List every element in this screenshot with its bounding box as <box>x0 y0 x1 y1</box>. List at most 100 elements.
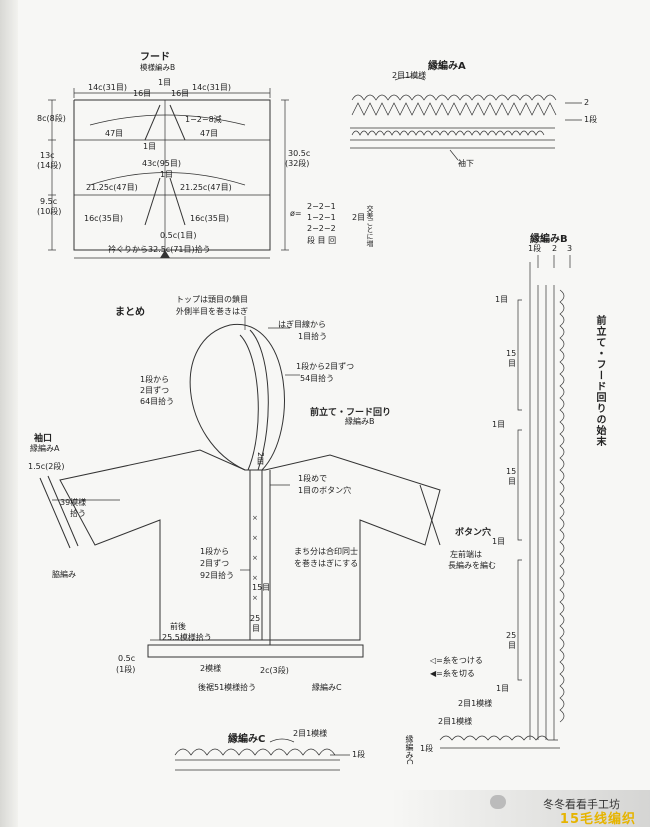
assembly-match-1: まち分は合印同士 <box>294 547 358 556</box>
assembly-front-pattern: 縁編みB <box>345 417 375 426</box>
assembly-right-pick-1: 1段から2目ずつ <box>296 362 355 371</box>
hood-pattern: 模様編みB <box>140 63 176 72</box>
hood-bottom-pickup: 衿ぐりから32.5c(71目)拾う <box>108 245 211 254</box>
assembly-fifteen: 15目 <box>252 583 271 592</box>
svg-text:×: × <box>252 534 258 542</box>
hood-bottom-center: 0.5c(1目) <box>160 231 197 240</box>
hood-row-47-left: 47目 <box>105 129 124 138</box>
wechat-icon <box>490 795 506 809</box>
hood-mid-width: 43c(95目) <box>142 159 181 168</box>
edging-c-row-1: 1段 <box>352 750 366 759</box>
edging-a-bottom-label: 袖下 <box>458 159 474 168</box>
assembly-left-pick-3: 64目拾う <box>140 397 175 406</box>
table-side-2: 交差ごとに増 <box>366 205 374 247</box>
edging-b-one-stitch-1: 1目 <box>495 295 509 304</box>
edging-b-one-stitch-2: 1目 <box>492 420 506 429</box>
assembly-cuff-title: 袖口 <box>34 434 53 444</box>
edging-b-col-3: 3 <box>567 244 573 253</box>
hood-center-left: 16目 <box>133 89 152 98</box>
edging-b-legend-2: ◀=糸を切る <box>430 669 475 678</box>
assembly-front-bottom-2: 25.5模様拾う <box>162 633 212 642</box>
watermark-logo: 15毛线编织 <box>559 812 636 827</box>
hood-left-height-2: 13c <box>40 151 55 160</box>
hood-title: フード <box>140 52 170 63</box>
edging-b-buttonhole-note-1: 左前端は <box>450 550 482 559</box>
hood-mid-left: 21.25c(47目) <box>86 183 138 192</box>
assembly-match-2: を巻きはぎにする <box>294 559 359 568</box>
assembly-hem-pattern: 縁編みC <box>312 683 342 692</box>
edging-a-chart <box>350 76 582 161</box>
assembly-cuff-width: 1.5c(2段) <box>28 462 65 471</box>
table-side-1: 2目 <box>352 213 366 222</box>
edging-b-repeat-1: 2目1模様 <box>458 699 493 708</box>
hood-diagram <box>48 88 289 259</box>
hood-one-stitch-b: 1目 <box>160 170 174 179</box>
hood-total-height: 30.5c <box>288 149 311 158</box>
hood-left-height-2b: (14段) <box>37 161 62 170</box>
hood-decrease-rule: 1−2−8減 <box>185 115 222 124</box>
assembly-center-width: 2c(3段) <box>260 666 289 675</box>
edging-b-chart <box>439 255 571 749</box>
hood-top-left-width: 14c(31目) <box>88 83 127 92</box>
edging-a-row-1: 1段 <box>584 115 598 124</box>
assembly-front-pick-3: 92目拾う <box>200 571 235 580</box>
assembly-right-pick-2: 54目拾う <box>300 374 335 383</box>
edging-b-col-2: 2 <box>552 244 558 253</box>
hood-bottom-right: 16c(35目) <box>190 214 229 223</box>
svg-text:×: × <box>252 514 258 522</box>
hood-row-47-right: 47目 <box>200 129 219 138</box>
assembly-hood-pick-1: はぎ目線から <box>278 320 326 329</box>
edging-b-repeat-2: 2目1模様 <box>438 717 473 726</box>
svg-text:×: × <box>252 554 258 562</box>
edging-a-row-2: 2 <box>584 98 590 107</box>
table-row-1: 2−2−1 <box>307 202 336 211</box>
assembly-front-pick-1: 1段から <box>200 547 230 556</box>
edging-b-side-title: 前立て・フード回りの始末 <box>594 315 605 447</box>
hood-center-right: 16目 <box>171 89 190 98</box>
assembly-left-pick-1: 1段から <box>140 375 170 384</box>
edging-c-chart <box>174 738 350 771</box>
edging-a-title: 縁編みA <box>428 61 466 72</box>
edging-b-row-1: 1段 <box>420 744 434 753</box>
edging-b-buttonhole: ボタン穴 <box>455 528 492 538</box>
edging-b-one-stitch-4: 1目 <box>496 684 510 693</box>
edging-b-twentyfive: 25 <box>506 631 517 640</box>
page-edge-shadow <box>0 0 18 827</box>
svg-text:×: × <box>252 594 258 602</box>
hood-total-height-b: (32段) <box>285 159 310 168</box>
edging-a-pattern-label: 2目1模様 <box>392 71 427 80</box>
hood-top-right-width: 14c(31目) <box>192 83 231 92</box>
assembly-cuff-pattern: 縁編みA <box>30 444 60 453</box>
svg-text:×: × <box>252 574 258 582</box>
assembly-twentyfive-b: 目 <box>252 624 260 633</box>
table-row-3: 2−2−2 <box>307 224 336 233</box>
assembly-two-stitch: 2目 <box>256 452 265 466</box>
assembly-sleeve-label: 脇編み <box>52 570 76 579</box>
assembly-top-note-1: トップは頭目の鎖目 <box>176 295 248 304</box>
edging-b-legend-1: ◁=糸をつける <box>430 656 483 665</box>
edging-c-pattern-label: 2目1模様 <box>293 729 328 738</box>
table-row-2: 1−2−1 <box>307 213 336 222</box>
assembly-front-title: 前立て・フード回り <box>310 408 392 418</box>
edging-b-buttonhole-note-2: 長編みを編む <box>448 561 496 570</box>
assembly-top-note-2: 外側半目を巻きはぎ <box>176 307 248 316</box>
assembly-left-pick-2: 2目ずつ <box>140 386 170 395</box>
assembly-front-pick-2: 2目ずつ <box>200 559 230 568</box>
assembly-left-width-2: (1段) <box>116 665 136 674</box>
assembly-back-pick: 後裾51模様拾う <box>198 683 257 692</box>
hood-center-top: 1目 <box>158 78 172 87</box>
edging-b-bottom-note: 縁編みC <box>405 735 414 765</box>
hood-bottom-left: 16c(35目) <box>84 214 123 223</box>
assembly-title: まとめ <box>115 307 145 318</box>
assembly-front-bottom-1: 前後 <box>170 622 186 631</box>
assembly-cuff-pick-2: 拾う <box>70 509 86 518</box>
edging-b-fifteen-2: 15 <box>506 467 517 476</box>
hood-left-height-1: 8c(8段) <box>37 114 66 123</box>
edging-b-twentyfive-b: 目 <box>508 641 516 650</box>
assembly-two-repeats: 2模様 <box>200 664 222 673</box>
assembly-hood-pick-2: 1目拾う <box>298 332 328 341</box>
edging-b-col-1: 1段 <box>528 244 542 253</box>
watermark-text: 冬冬看看手工坊 <box>543 798 620 811</box>
assembly-cuff-pick-1: 39模様 <box>60 498 87 507</box>
